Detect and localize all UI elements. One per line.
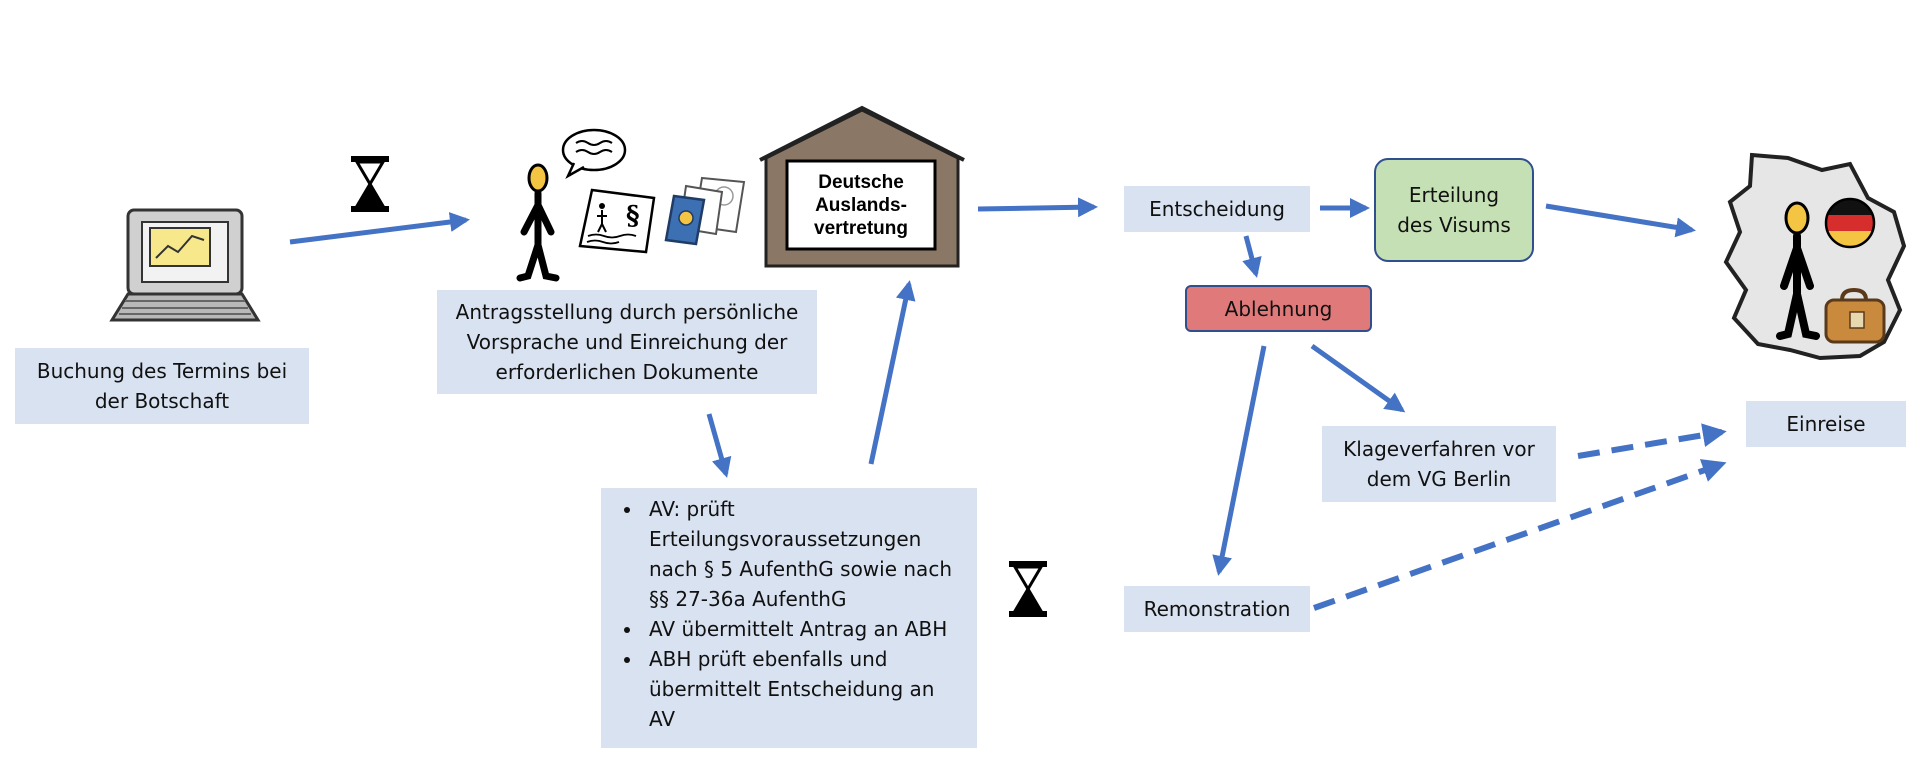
passport-icon <box>664 176 746 246</box>
document-icon: § <box>578 188 656 254</box>
arrow-lawsuit-to-entry <box>1577 423 1727 459</box>
svg-text:§: § <box>626 201 640 231</box>
speech-bubble-icon <box>561 128 627 179</box>
embassy-building-icon <box>759 105 965 268</box>
node-process-steps: AV: prüft Erteilungsvoraussetzungen nach… <box>601 488 977 748</box>
node-granted: Erteilung des Visums <box>1374 158 1534 262</box>
person-icon <box>1776 201 1820 340</box>
node-remonstration: Remonstration <box>1124 586 1310 632</box>
node-rejected: Ablehnung <box>1185 285 1372 332</box>
hourglass-icon <box>351 156 389 212</box>
laptop-icon <box>109 208 261 322</box>
arrow-rejected-to-lawsuit <box>1310 343 1406 413</box>
german-flag-icon <box>1824 197 1876 249</box>
node-entry-label: Einreise <box>1786 412 1866 436</box>
person-icon <box>516 163 560 282</box>
process-step: ABH prüft ebenfalls und übermittelt Ents… <box>643 644 963 734</box>
arrow-process-to-embassy <box>868 280 916 465</box>
node-booking: Buchung des Termins bei der Botschaft <box>15 348 309 424</box>
node-entry: Einreise <box>1746 401 1906 447</box>
process-step: AV: prüft Erteilungsvoraussetzungen nach… <box>643 494 963 614</box>
node-decision-label: Entscheidung <box>1149 197 1285 221</box>
node-lawsuit-label: Klageverfahren vor dem VG Berlin <box>1343 437 1535 491</box>
arrow-booking-to-application <box>289 212 470 245</box>
process-step: AV übermittelt Antrag an ABH <box>643 614 963 644</box>
embassy-label: Deutsche Auslands- vertretung <box>814 171 908 239</box>
arrow-remonstration-to-entry <box>1313 459 1727 611</box>
arrow-embassy-to-decision <box>977 197 1098 218</box>
node-application-label: Antragsstellung durch persönliche Vorspr… <box>455 300 799 384</box>
suitcase-icon <box>1824 287 1886 344</box>
node-booking-label: Buchung des Termins bei der Botschaft <box>36 359 288 413</box>
node-remonstration-label: Remonstration <box>1143 597 1291 621</box>
arrow-decision-to-rejected <box>1242 235 1262 278</box>
hourglass-icon <box>1009 561 1047 617</box>
flow-arrows <box>289 197 1727 611</box>
node-decision: Entscheidung <box>1124 186 1310 232</box>
node-application: Antragsstellung durch persönliche Vorspr… <box>437 290 817 394</box>
arrow-rejected-to-remonstration <box>1212 345 1267 576</box>
process-steps-list: AV: prüft Erteilungsvoraussetzungen nach… <box>615 494 963 734</box>
node-lawsuit: Klageverfahren vor dem VG Berlin <box>1322 426 1556 502</box>
arrow-application-to-process <box>706 413 732 478</box>
arrow-granted-to-germany <box>1545 203 1696 238</box>
node-granted-label: Erteilung des Visums <box>1397 183 1511 237</box>
node-rejected-label: Ablehnung <box>1224 296 1333 321</box>
